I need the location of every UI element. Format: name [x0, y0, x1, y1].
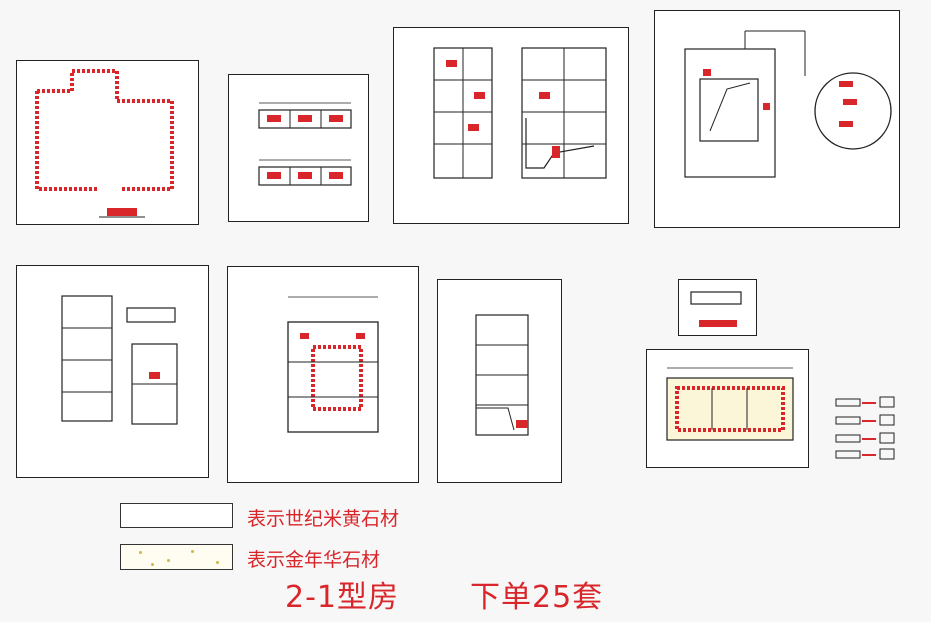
strip-elevation-drawing [258, 102, 352, 186]
floor-plan-drawing [35, 69, 174, 218]
detail-drawing [684, 30, 892, 178]
fixture-symbols [835, 396, 895, 460]
drawing-sheet-wall [437, 279, 562, 483]
legend-swatch-plain [120, 503, 233, 528]
room-plan-drawing [287, 296, 379, 433]
caption-order: 下单25套 [470, 580, 604, 615]
small-elevation-drawing [61, 295, 178, 425]
single-wall-drawing [475, 314, 529, 436]
drawing-sheet-stone-elevation [646, 349, 809, 468]
drawing-sheet-floor-plan [16, 60, 199, 225]
stone-elevation-drawing [666, 367, 794, 441]
drawing-sheet-small-detail [678, 279, 757, 336]
small-detail-drawing [690, 291, 742, 327]
drawing-sheet-room-plan [227, 266, 419, 483]
drawing-sheet-detail [654, 10, 900, 228]
drawing-sheet-elevations [16, 265, 209, 478]
legend-swatch-speckled [120, 544, 233, 570]
legend-label-2: 表示金年华石材 [247, 549, 381, 571]
wall-elevation-drawing [433, 47, 607, 179]
drawing-sheet-strips [228, 74, 369, 222]
caption-model: 2-1型房 [285, 580, 399, 615]
legend-label-1: 表示世纪米黄石材 [247, 508, 400, 530]
drawing-sheet-walls [393, 27, 629, 224]
